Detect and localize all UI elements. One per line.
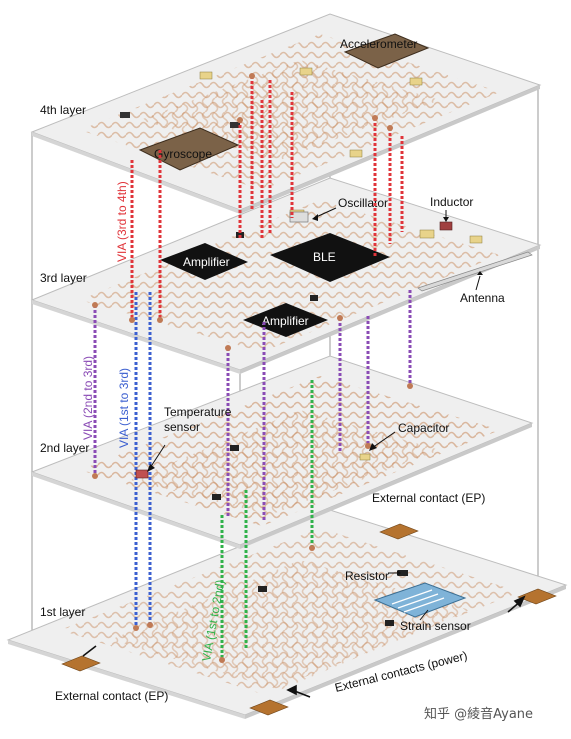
via-lines-1st-to-2nd: [220, 380, 314, 660]
via-lines-2nd-to-3rd: [93, 290, 412, 520]
via-lines-1st-to-3rd: [134, 292, 152, 628]
layer-2-board: [30, 355, 534, 549]
amplifier-bottom-label: Amplifier: [262, 314, 309, 328]
ble-label: BLE: [313, 250, 336, 264]
amplifier-chip-bottom: Amplifier: [243, 303, 328, 337]
strain-sensor: Strain sensor: [373, 582, 471, 633]
inductor-component: Inductor: [430, 195, 473, 231]
temperature-sensor: Temperature sensor: [135, 405, 232, 479]
resistor-label: Resistor: [345, 569, 389, 583]
via-3rd-to-4th-label: VIA (3rd to 4th): [115, 181, 129, 262]
layer-4-board: [30, 13, 542, 214]
antenna-label: Antenna: [460, 291, 505, 305]
via-pads: [92, 73, 413, 663]
external-contact-pads: [61, 523, 557, 716]
external-contact-ep-right-label: External contact (EP): [372, 491, 485, 505]
layer-1-label: 1st layer: [40, 605, 85, 619]
watermark-text: 知乎 @綾音Ayane: [424, 706, 533, 722]
via-1st-to-3rd-label: VIA (1st to 3rd): [117, 368, 131, 448]
gyroscope-label: Gyroscope: [154, 147, 212, 161]
layer-3-label: 3rd layer: [40, 271, 87, 285]
via-2nd-to-3rd-label: VIA (2nd to 3rd): [81, 356, 95, 440]
accelerometer-label: Accelerometer: [340, 37, 417, 51]
strain-sensor-label: Strain sensor: [400, 619, 471, 633]
external-contact-ep-left-pad: [61, 655, 101, 672]
oscillator-label: Oscillator: [338, 196, 388, 210]
accelerometer-chip: Accelerometer: [340, 33, 430, 69]
layer-1-board: [6, 509, 568, 719]
temperature-sensor-label-line2: sensor: [164, 420, 200, 434]
external-contact-ep-left-label: External contact (EP): [55, 689, 168, 703]
external-contact-power-pad-2: [517, 588, 557, 605]
ble-chip: BLE: [270, 233, 390, 282]
gyroscope-chip: Gyroscope: [138, 127, 240, 171]
inductor-label: Inductor: [430, 195, 473, 209]
layer-2-label: 2nd layer: [40, 441, 89, 455]
external-contact-power-pad-1: [249, 699, 289, 716]
antenna-component: Antenna: [417, 251, 533, 305]
external-contact-ep-right-pad: [379, 523, 419, 540]
via-lines-3rd-to-4th: [130, 76, 404, 318]
amplifier-top-label: Amplifier: [183, 255, 230, 269]
capacitor-component: Capacitor: [369, 421, 449, 451]
layer-4-label: 4th layer: [40, 103, 86, 117]
external-contact-arrows: [82, 595, 526, 698]
temperature-sensor-label-line1: Temperature: [164, 405, 232, 419]
amplifier-chip-top: Amplifier: [160, 243, 248, 280]
capacitor-label: Capacitor: [398, 421, 449, 435]
resistor-component: Resistor: [345, 569, 408, 583]
